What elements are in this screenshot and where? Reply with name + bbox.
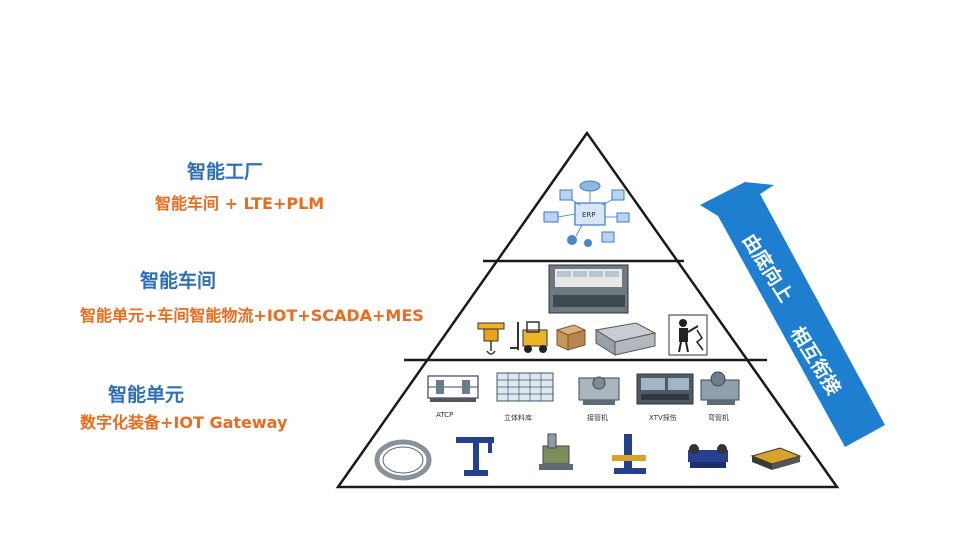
factory-subtitle: 智能车间 + LTE+PLM: [155, 194, 325, 213]
bender-icon: [612, 434, 646, 474]
unit-subtitle: 数字化装备+IOT Gateway: [80, 413, 288, 432]
unit-title: 智能单元: [108, 384, 185, 406]
arrow-shape: [700, 182, 885, 447]
welding-arm-icon: [456, 437, 494, 476]
workshop-title: 智能车间: [140, 270, 217, 292]
conveyor-icon: [750, 447, 802, 470]
upward-arrow: [700, 182, 885, 447]
factory-title: 智能工厂: [187, 161, 264, 183]
box-icon: [555, 324, 587, 351]
hoist-icon: [477, 322, 505, 355]
pipe-bender-icon: [700, 371, 740, 405]
positioner-icon: [539, 433, 573, 470]
machine-icon: [594, 322, 657, 356]
worker-icon: [668, 314, 708, 356]
pipe-joint-label: 接管机: [587, 413, 608, 422]
xtv-inspection-icon: [636, 373, 694, 405]
workshop-subtitle: 智能单元+车间智能物流+IOT+SCADA+MES: [80, 306, 424, 325]
atcp-machine-icon: [427, 375, 479, 402]
pipe-joint-machine-icon: [578, 376, 620, 405]
roller-bed-icon: [688, 444, 728, 468]
network-icon: ERP: [543, 180, 630, 247]
warehouse-rack-icon: [496, 372, 554, 402]
forklift-icon: [510, 321, 548, 353]
control-room-icon: [548, 264, 629, 314]
ring-icon: [374, 439, 432, 481]
warehouse-label: 立体料库: [504, 413, 532, 422]
erp-label: ERP: [582, 211, 596, 219]
bender-label: 弯管机: [708, 413, 729, 422]
atcp-label: ATCP: [436, 411, 453, 419]
xtv-label: XTV探伤: [649, 413, 677, 422]
